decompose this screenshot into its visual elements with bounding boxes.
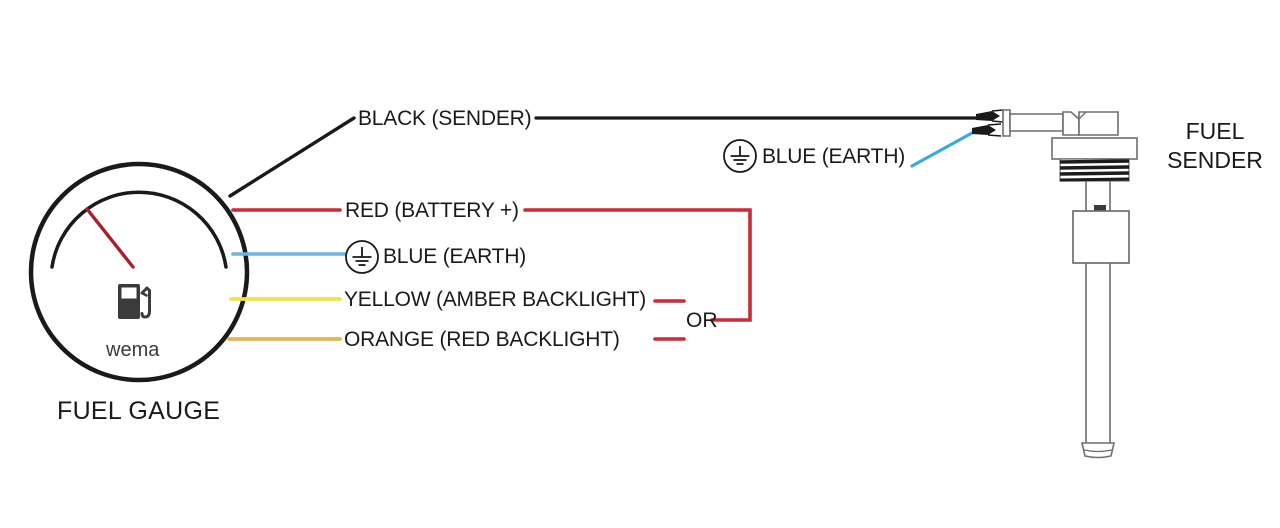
wire-black-sender (228, 116, 978, 198)
gauge-needle (85, 207, 135, 269)
fuel-sender-caption-line2: SENDER (1167, 146, 1263, 173)
wire-blue-earth-sender (910, 131, 974, 168)
wire-label-black-sender: BLACK (SENDER) (358, 107, 532, 130)
gauge-dial-arc (50, 190, 228, 269)
sender-float-stop (1094, 205, 1106, 211)
fuel-sender-caption-line1: FUEL (1185, 118, 1245, 144)
sender-terminal-upper (976, 109, 1004, 123)
fuel-sender-graphic (972, 109, 1138, 459)
fuel-gauge-caption: FUEL GAUGE (57, 397, 221, 425)
or-junction-stubs (653, 299, 686, 341)
fuel-gauge-graphic (28, 161, 250, 383)
sender-end-cap (1080, 442, 1116, 459)
wire-label-orange-red: ORANGE (RED BACKLIGHT) (344, 328, 620, 351)
wire-red-battery (231, 208, 752, 322)
sender-earth-label: BLUE (EARTH) (762, 145, 906, 168)
wire-label-blue-earth: BLUE (EARTH) (383, 245, 527, 268)
fuel-pump-icon (118, 284, 151, 319)
earth-ground-icon-sender (723, 139, 757, 173)
fuel-sender-caption: FUEL SENDER (1160, 117, 1270, 175)
wire-label-yellow-amber: YELLOW (AMBER BACKLIGHT) (344, 288, 647, 311)
or-junction-label: OR (686, 309, 718, 332)
wire-label-red-battery: RED (BATTERY +) (345, 199, 519, 222)
sender-float (1072, 210, 1130, 264)
sender-terminal-lower (972, 123, 1002, 137)
gauge-outer-bezel (28, 161, 250, 383)
gauge-brand-label: wema (106, 339, 160, 361)
sender-threads (1059, 158, 1130, 182)
sender-flange (1051, 137, 1138, 160)
earth-ground-icon (345, 240, 379, 274)
